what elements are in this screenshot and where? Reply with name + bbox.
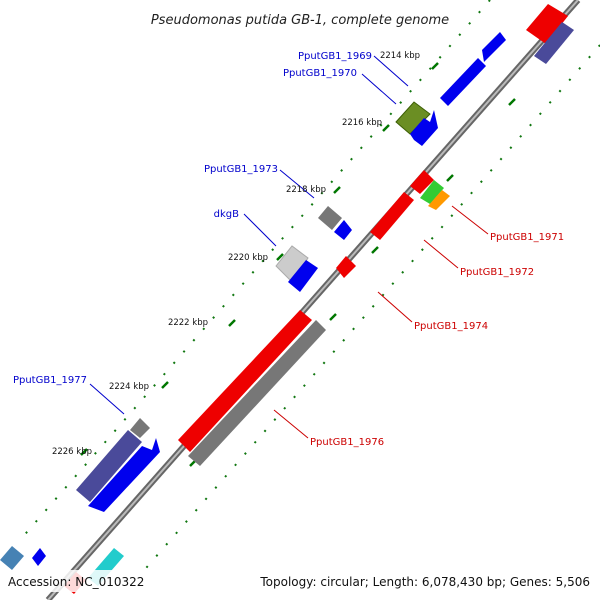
gene-slate-block[interactable] [76, 430, 142, 502]
outer-dot-ring [19, 0, 491, 541]
tick-label: 2222 kbp [168, 318, 208, 328]
gene-label-forward[interactable]: PputGB1_1977 [13, 375, 87, 386]
gene-PputGB1_1977-arrow[interactable] [88, 438, 160, 512]
gene-PputGB1_1976-arrow[interactable] [178, 310, 312, 452]
map-title: Pseudomonas putida GB-1, complete genome [151, 13, 449, 28]
tick-mark [228, 319, 236, 327]
gene-red-top[interactable] [526, 4, 568, 44]
leader-line [279, 169, 315, 199]
leader-line [377, 291, 413, 323]
reverse-features [64, 4, 574, 594]
gene-gray-block[interactable] [318, 206, 342, 230]
gene-red-small[interactable] [410, 170, 434, 194]
accession-backdrop [4, 570, 148, 592]
tick-mark [371, 246, 379, 254]
tick-mark [431, 62, 439, 70]
gene-label-reverse[interactable]: PputGB1_1976 [310, 437, 384, 448]
tick-mark [333, 186, 341, 194]
gene-PputGB1_1974-arrow[interactable] [336, 256, 356, 278]
gene-olive-block[interactable] [395, 101, 431, 135]
leader-line [361, 73, 397, 105]
gene-label-forward[interactable]: PputGB1_1970 [283, 68, 357, 79]
gene-steelblue-block[interactable] [0, 546, 24, 570]
tick-label: 2214 kbp [380, 51, 420, 61]
leader-line [89, 383, 125, 415]
gene-small-arrow[interactable] [32, 548, 46, 566]
gene-dkgB-arrow[interactable] [288, 260, 318, 292]
forward-features [0, 32, 506, 570]
gene-label-reverse[interactable]: PputGB1_1972 [460, 267, 534, 278]
leader-line [273, 409, 309, 439]
tick-label: 2224 kbp [109, 382, 149, 392]
gene-PputGB1_1969-arrow[interactable] [440, 58, 486, 106]
gene-label-reverse[interactable]: PputGB1_1971 [490, 232, 564, 243]
tick-label: 2226 kbp [52, 447, 92, 457]
tick-mark [329, 313, 337, 321]
gene-label-forward[interactable]: PputGB1_1969 [298, 51, 372, 62]
leader-lines [89, 55, 489, 439]
tick-label: 2218 kbp [286, 185, 326, 195]
genome-summary-text: Topology: circular; Length: 6,078,430 bp… [259, 575, 590, 589]
tick-mark [446, 174, 454, 182]
gene-lightgray-block[interactable] [275, 245, 309, 283]
gene-PputGB1_1973-arrow[interactable] [334, 220, 352, 240]
leader-line [373, 55, 409, 87]
leader-line [243, 213, 277, 247]
accession-text: Accession: NC_010322 [8, 575, 144, 589]
gene-gray-long[interactable] [188, 320, 326, 466]
tick-label: 2216 kbp [342, 118, 382, 128]
gene-1968-arrow[interactable] [482, 32, 506, 62]
leader-line [451, 205, 489, 235]
tick-mark [508, 98, 516, 106]
gene-label-forward[interactable]: PputGB1_1973 [204, 164, 278, 175]
gene-gray-block-2[interactable] [130, 418, 150, 438]
tick-label: 2220 kbp [228, 253, 268, 263]
genome-backbone-highlight [47, 0, 579, 600]
gene-PputGB1_1971-orange[interactable] [428, 190, 450, 210]
tick-mark [80, 448, 88, 456]
gene-label-reverse[interactable]: PputGB1_1974 [414, 321, 488, 332]
gene-PputGB1_1970-arrow[interactable] [410, 110, 438, 146]
leader-line [423, 239, 459, 269]
gene-slate-top[interactable] [534, 22, 574, 64]
gene-label-forward[interactable]: dkgB [214, 209, 239, 220]
gene-PputGB1_1972-arrow[interactable] [370, 192, 414, 240]
tick-mark [161, 381, 169, 389]
tick-mark [276, 253, 284, 261]
gene-PputGB1_1971-green[interactable] [420, 180, 444, 204]
tick-mark [382, 124, 390, 132]
